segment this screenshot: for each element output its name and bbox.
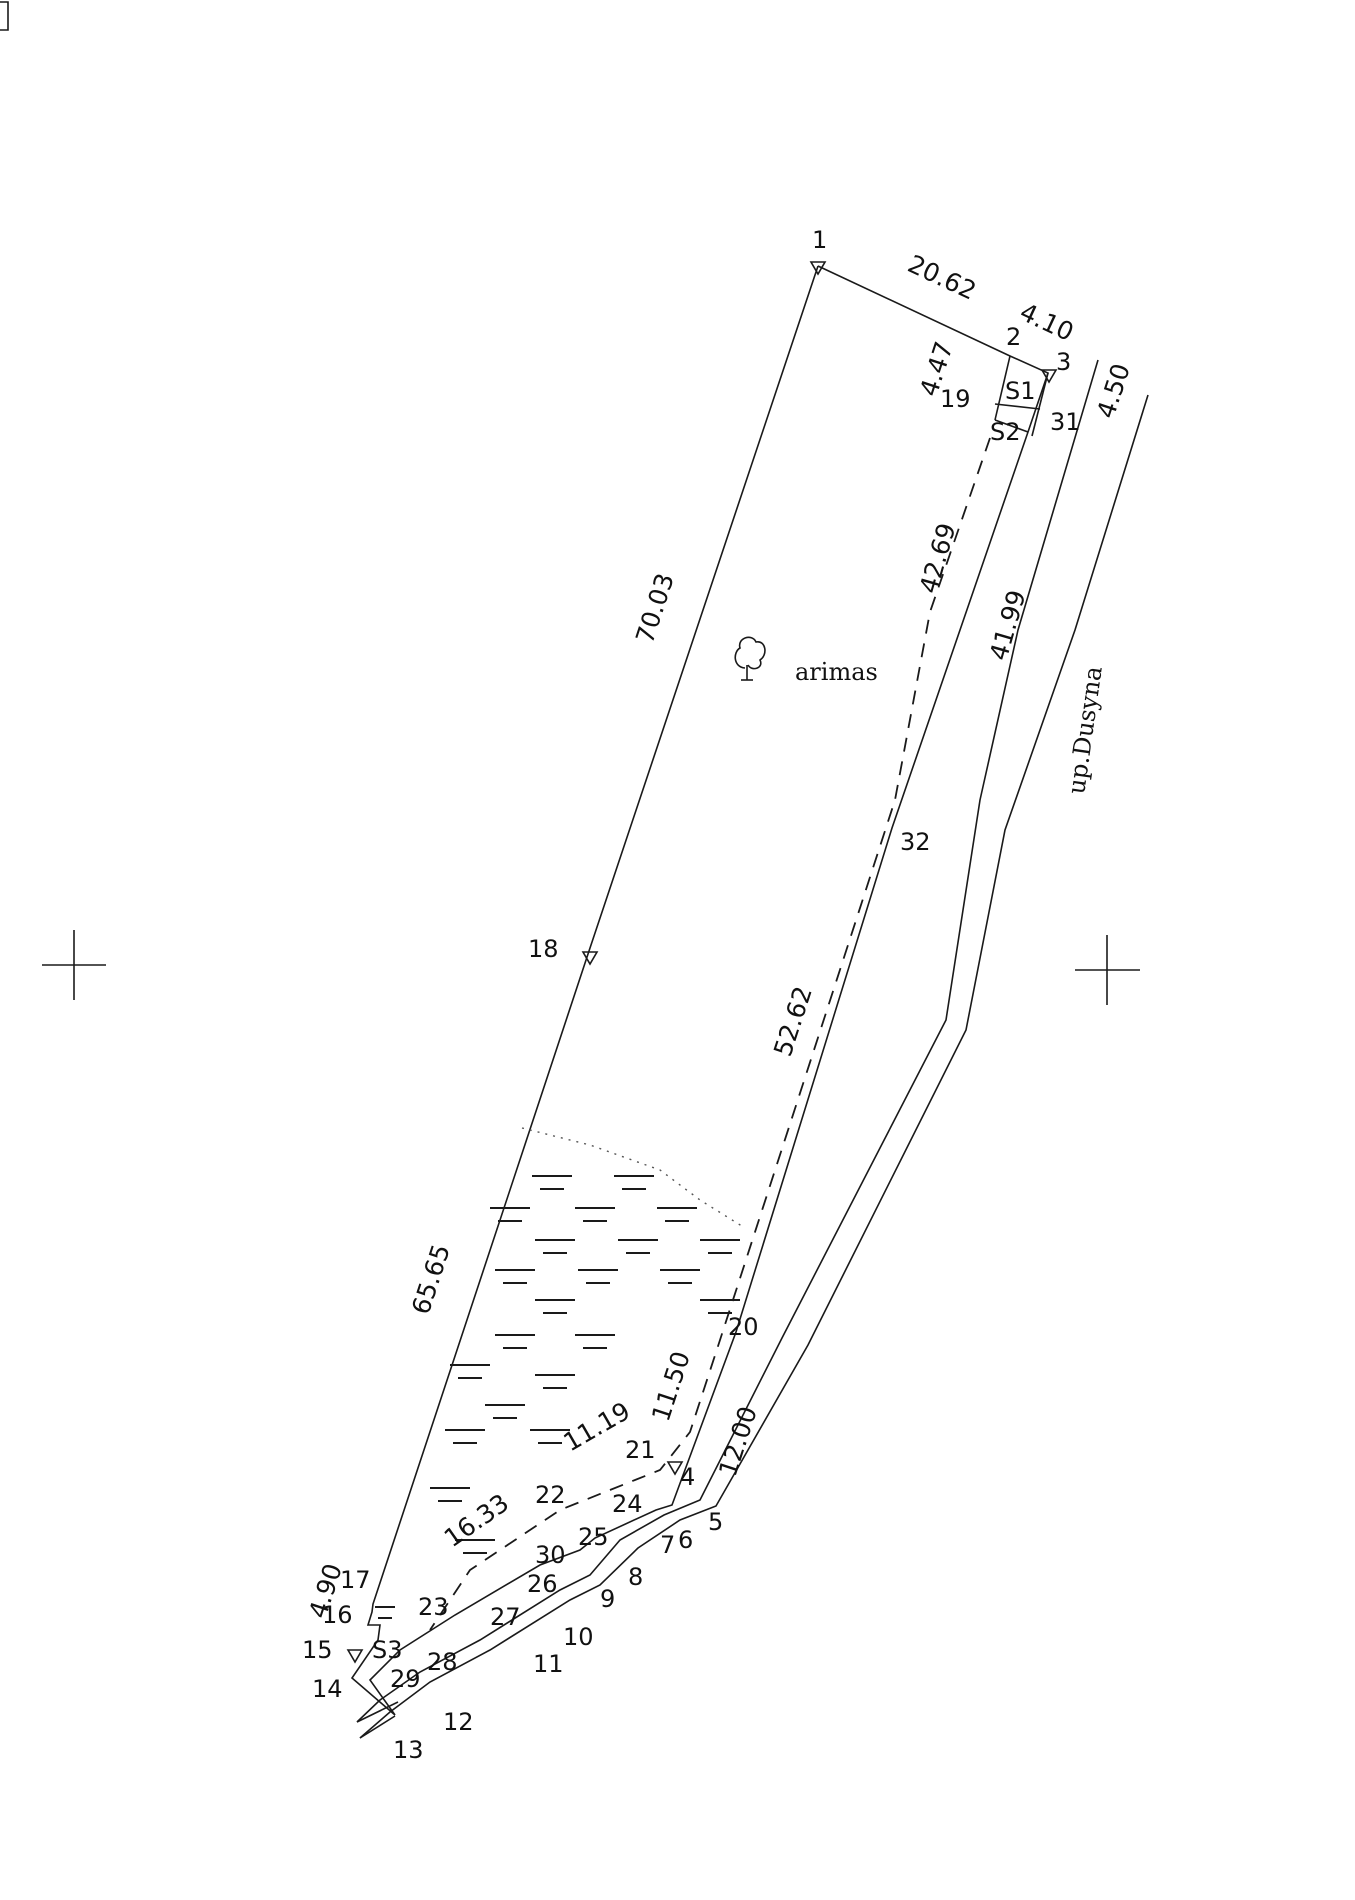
point-10: 10 (563, 1623, 594, 1651)
point-16: 16 (322, 1601, 353, 1629)
segment-2-19 (994, 355, 1011, 421)
corner-mark (0, 1, 9, 31)
dimension-20-4: 11.50 (646, 1348, 696, 1425)
dimension-dashed-mid: 11.19 (559, 1396, 635, 1457)
point-18: 18 (528, 935, 559, 963)
tree-icon (734, 636, 766, 681)
dimension-32-20: 52.62 (768, 983, 818, 1060)
point-8: 8 (628, 1563, 643, 1591)
road-end-cap (356, 1701, 399, 1723)
point-3: 3 (1056, 348, 1071, 376)
point-29: 29 (390, 1665, 421, 1693)
point-23: 23 (418, 1593, 449, 1621)
dimension-dashed-upper: 42.69 (914, 520, 962, 597)
dimension-18-17: 65.65 (406, 1241, 456, 1318)
point-4: 4 (680, 1463, 695, 1491)
registration-cross-left (42, 930, 106, 1000)
point-12: 12 (443, 1708, 474, 1736)
point-5: 5 (708, 1508, 723, 1536)
river-label: up.Dusyna (1062, 664, 1108, 795)
segment-s1-s2 (994, 403, 1041, 410)
dimension-21-east: 12.00 (713, 1403, 763, 1480)
point-17: 17 (340, 1566, 371, 1594)
point-21: 21 (625, 1436, 656, 1464)
point-27: 27 (490, 1603, 521, 1631)
point-28: 28 (427, 1648, 458, 1676)
point-19: 19 (940, 385, 971, 413)
segment-19-31 (994, 419, 1029, 433)
dimension-1-18: 70.03 (630, 570, 680, 647)
servitude-s2: S2 (990, 418, 1021, 446)
dimension-31-east: 41.99 (984, 587, 1032, 664)
land-use-boundary-dotted (521, 1127, 746, 1229)
point-14: 14 (312, 1675, 343, 1703)
dimension-road-width: 4.50 (1091, 360, 1136, 422)
parcel-boundary (350, 265, 1049, 1716)
point-11: 11 (533, 1650, 564, 1678)
segment-3-31 (1031, 372, 1049, 437)
dimension-2-3: 4.10 (1015, 297, 1078, 347)
point-32: 32 (900, 828, 931, 856)
marsh-symbols (375, 1175, 740, 1619)
dimension-1-2: 20.62 (903, 249, 980, 306)
point-24: 24 (612, 1490, 643, 1518)
dimension-dashed-low: 16.33 (439, 1488, 514, 1553)
point-7: 7 (660, 1531, 675, 1559)
point-2: 2 (1006, 323, 1021, 351)
road-end-13 (359, 1715, 396, 1739)
point-20: 20 (728, 1313, 759, 1341)
point-30: 30 (535, 1541, 566, 1569)
point-31: 31 (1050, 408, 1081, 436)
point-15: 15 (302, 1636, 333, 1664)
servitude-s3: S3 (372, 1636, 403, 1664)
road-edge-outer (359, 394, 1149, 1739)
land-use-label: arimas (795, 658, 878, 686)
road-edge-inner (356, 359, 1099, 1723)
point-22: 22 (535, 1481, 566, 1509)
boundary-markers (346, 261, 1058, 1664)
point-9: 9 (600, 1585, 615, 1613)
point-25: 25 (578, 1523, 609, 1551)
point-1: 1 (812, 226, 827, 254)
point-26: 26 (527, 1570, 558, 1598)
servitude-s1: S1 (1005, 377, 1036, 405)
servitude-dashed-line (429, 437, 991, 1631)
registration-cross-right (1075, 935, 1140, 1005)
point-6: 6 (678, 1526, 693, 1554)
point-13: 13 (393, 1736, 424, 1764)
